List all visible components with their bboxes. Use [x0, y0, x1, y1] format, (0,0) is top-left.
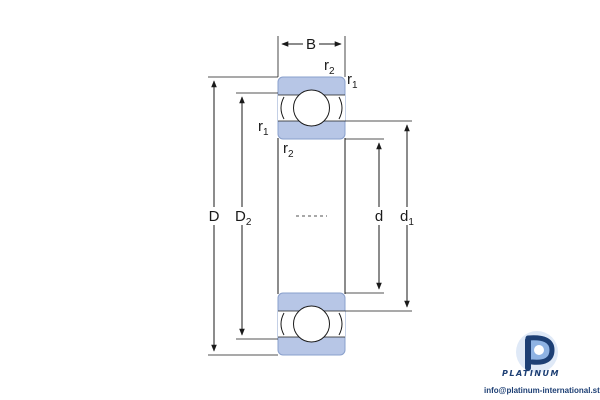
label-B: B — [306, 36, 316, 53]
logo-wordmark: PLATINUM — [502, 369, 560, 378]
bottom-ring-section — [277, 292, 346, 356]
bottom-ball — [293, 305, 330, 343]
label-D2: D2 — [235, 208, 252, 228]
top-ball — [293, 89, 330, 127]
extension-lines — [208, 36, 412, 356]
top-ring-section — [277, 76, 346, 140]
label-r1-top: r1 — [347, 71, 358, 91]
bearing-outline — [277, 138, 346, 294]
logo-contact-email: info@platinum-international.store — [484, 386, 600, 395]
label-D: D — [209, 208, 220, 225]
label-r1-left: r1 — [258, 118, 269, 138]
label-r2-top: r2 — [324, 57, 335, 77]
label-d: d — [375, 208, 383, 225]
platinum-logo-icon — [516, 331, 558, 373]
label-r2-bottom: r2 — [283, 140, 294, 160]
label-d1: d1 — [400, 208, 414, 228]
